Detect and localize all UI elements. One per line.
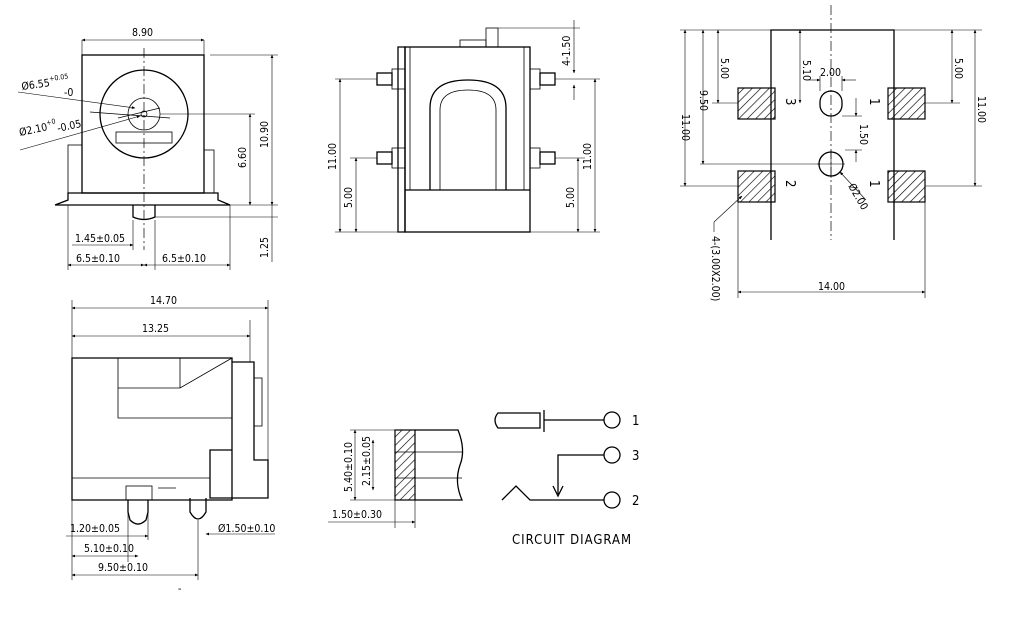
pad-3: [737, 87, 776, 120]
dim-bore-outer: Ø6.55+0.05: [20, 72, 69, 93]
dim-pcb-inner-right: 5.00: [952, 58, 964, 79]
dim-foot-height: 1.25: [259, 237, 271, 258]
dim-pcb-outer-right: 11.00: [975, 96, 987, 123]
dim-top-left-offset: 5.00: [343, 187, 355, 208]
dim-slot-width: 2.00: [820, 67, 841, 79]
pin-label-1-mid: 1: [866, 180, 881, 187]
dim-peg-offset: 5.10±0.10: [84, 543, 134, 555]
circuit-caption: CIRCUIT DIAGRAM: [512, 533, 632, 548]
dim-pcb-total-width: 14.00: [818, 281, 845, 293]
dim-rear-offset: 9.50±0.10: [98, 562, 148, 574]
front-view: 8.90 Ø6.55+0.05 -0 Ø2.10+0 -0.05 6.60 10…: [17, 27, 278, 270]
circuit-pin-2: 2: [632, 494, 639, 509]
dim-peg-width: 1.20±0.05: [70, 523, 120, 535]
top-view: 11.00 5.00 11.00 5.00 4-1.50: [327, 20, 600, 233]
dim-pin-width: 1.45±0.05: [75, 233, 125, 245]
pin-label-2: 2: [782, 180, 797, 187]
pin-label-3: 3: [782, 98, 797, 105]
pin-label-1-top: 1: [866, 98, 881, 105]
dim-total-height: 10.90: [259, 121, 271, 148]
pad-1-bottom: [887, 170, 926, 203]
pcb-layout: 3 1 1 2 11.00 9.50 5.00 5.10 2.00 1.50 Ø…: [679, 5, 987, 301]
dim-pad-height: 5.40±0.10: [343, 442, 355, 492]
dim-pcb-inner-left-b: 5.00: [718, 58, 730, 79]
dim-top-right-offset: 5.00: [565, 187, 577, 208]
dim-slot-offset: 5.10: [800, 60, 812, 81]
dash-mark: -: [178, 583, 181, 595]
dim-top-right-span: 11.00: [582, 143, 594, 170]
dim-total-length: 14.70: [150, 295, 177, 307]
dim-center-height: 6.60: [237, 147, 249, 168]
dim-pin-dia: Ø2.10+0: [18, 117, 58, 139]
dim-rear-peg-dia: Ø1.50±0.10: [218, 523, 275, 535]
circuit-pin-1: 1: [632, 414, 639, 429]
dim-pad-inner-height: 2.15±0.05: [361, 436, 373, 486]
dim-width-top: 8.90: [132, 27, 153, 39]
dim-pcb-outer-left: 11.00: [679, 114, 691, 141]
dim-body-length: 13.25: [142, 323, 169, 335]
pad-1-top: [887, 87, 926, 120]
circuit-pin-3: 3: [632, 449, 639, 464]
side-view: 14.70 13.25 1.20±0.05 5.10±0.10 9.50±0.1…: [66, 295, 275, 595]
pad-detail-hatched: [394, 429, 416, 501]
dim-half-width-left: 6.5±0.10: [76, 253, 120, 265]
circuit-diagram: 1 3 2 CIRCUIT DIAGRAM: [494, 410, 639, 548]
dim-top-left-span: 11.00: [327, 143, 339, 170]
dim-pcb-inner-left-a: 9.50: [697, 90, 709, 111]
dim-bore-outer-tol-minus: -0: [64, 87, 73, 99]
dim-pad-width: 1.50±0.30: [332, 509, 382, 521]
dim-slot-gap: 1.50: [857, 124, 869, 145]
dim-pin-protrusion: 4-1.50: [561, 36, 573, 66]
pad-2: [737, 170, 776, 203]
dim-pad-spec: 4-(3.00X2.00): [709, 236, 721, 301]
dim-half-width-right: 6.5±0.10: [162, 253, 206, 265]
dim-pin-dia-tol-minus: -0.05: [56, 118, 82, 135]
pad-detail: 5.40±0.10 2.15±0.05 1.50±0.30: [328, 429, 464, 528]
